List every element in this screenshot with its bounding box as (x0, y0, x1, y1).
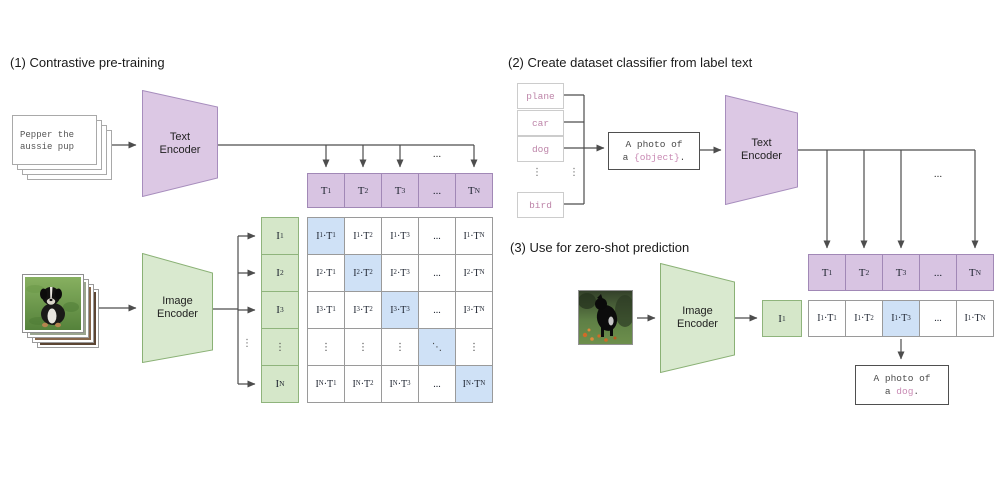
puppy-photo (23, 275, 83, 332)
matrix-cell: ⋮ (345, 329, 381, 365)
text-prompt: Pepper the aussie pup (20, 130, 75, 152)
prompt-line2: a {object}. (622, 152, 686, 163)
prompt-template-box: A photo of a {object}. (608, 132, 700, 170)
section3-title: (3) Use for zero-shot prediction (510, 240, 690, 255)
section1-title: (1) Contrastive pre-training (10, 55, 165, 70)
t-cell: ... (419, 174, 455, 207)
t-row-ellipsis-1: ... (432, 148, 442, 160)
text-encoder-label: Text Encoder (159, 130, 201, 156)
result-cell: ... (920, 301, 956, 336)
matrix-cell: ... (419, 366, 455, 402)
dog-photo (578, 290, 633, 345)
section2-title: (2) Create dataset classifier from label… (508, 55, 753, 70)
matrix-cell: ... (419, 255, 455, 291)
matrix-cell: ... (419, 218, 455, 254)
prompt-line1: A photo of (625, 139, 683, 150)
puppy-photo-art (25, 277, 81, 330)
prediction-line2: a dog. (884, 386, 920, 397)
text-encoder-label: Text Encoder (741, 137, 782, 162)
prompt-object-token: {object} (634, 152, 680, 163)
section3-wires (637, 314, 905, 360)
class-label-bird: bird (517, 192, 564, 218)
class-label-dog: dog (517, 136, 564, 162)
image-encoder-shape (142, 253, 213, 363)
class-labels-dots: ⋮ (532, 167, 542, 178)
dog-photo-art (579, 291, 632, 344)
matrix-cell: ⋮ (456, 329, 492, 365)
matrix-cell: ⋮ (308, 329, 344, 365)
image-encoder-shape (660, 263, 735, 373)
image-encoder-label: Image Encoder (157, 295, 198, 320)
image-encoder-2: Image Encoder (660, 263, 735, 373)
section1-wires (88, 141, 478, 388)
i-cell-dots: ⋮ (262, 329, 298, 365)
matrix-cell: ⋮ (382, 329, 418, 365)
text-prompt-card: Pepper the aussie pup (12, 115, 97, 165)
class-label-plane: plane (517, 83, 564, 109)
matrix-cell: ⋱ (419, 329, 455, 365)
prediction-object: dog (896, 386, 914, 397)
connector-dots: ⋮ (569, 167, 579, 178)
text-encoder-2: Text Encoder (725, 95, 798, 205)
section2-wires (562, 94, 979, 249)
text-encoder-shape (142, 90, 218, 197)
prediction-line1: A photo of (873, 373, 931, 384)
text-encoder-1: Text Encoder (142, 90, 218, 197)
t-cell: ... (920, 255, 956, 290)
image-encoder-1: Image Encoder (142, 253, 213, 363)
text-encoder-shape (725, 95, 798, 205)
prediction-box: A photo of a dog. (855, 365, 949, 405)
matrix-cell: ... (419, 292, 455, 328)
class-label-car: car (517, 110, 564, 136)
branch-dots: ⋮ (242, 338, 252, 349)
t-row-ellipsis-2: ... (933, 168, 943, 180)
image-encoder-label: Image Encoder (677, 305, 718, 330)
